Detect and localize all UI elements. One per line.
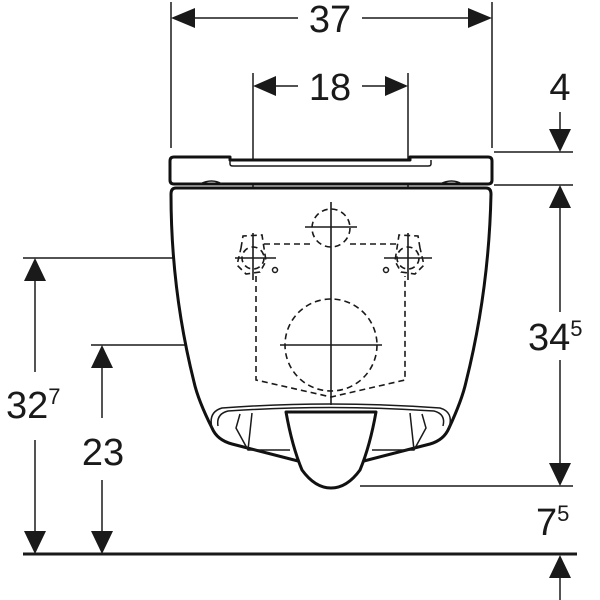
arrow-right-icon xyxy=(468,8,492,28)
arrow-up-icon xyxy=(549,185,571,208)
arrow-left-icon xyxy=(171,8,195,28)
label-bottom-clearance: 75 xyxy=(536,501,569,544)
hole-right xyxy=(382,266,390,274)
toilet-seat xyxy=(168,155,494,186)
label-bowl-height: 345 xyxy=(528,316,583,359)
dimension-seat-height: 4 xyxy=(494,67,573,186)
water-inlet-circle xyxy=(311,208,351,248)
arrow-down-icon xyxy=(549,463,571,486)
label-overall-width: 37 xyxy=(309,0,351,41)
center-lines xyxy=(235,202,432,405)
dimension-bottom-clearance: 75 xyxy=(536,501,571,600)
arrow-up-icon xyxy=(549,555,571,578)
hole-left xyxy=(271,266,279,274)
arrow-down-icon xyxy=(24,531,46,554)
label-fixing-distance: 18 xyxy=(309,67,351,109)
arrow-left-icon xyxy=(253,76,276,96)
label-outlet-height: 23 xyxy=(82,432,124,474)
dimension-fixing-distance: 18 xyxy=(252,67,409,230)
label-fixing-height: 327 xyxy=(6,384,61,427)
arrow-up-icon xyxy=(91,345,113,368)
label-seat-height: 4 xyxy=(549,67,570,109)
arrow-right-icon xyxy=(385,76,408,96)
arrow-up-icon xyxy=(24,258,46,281)
dimension-outlet-height: 23 xyxy=(82,344,260,554)
arrow-down-icon xyxy=(91,531,113,554)
dimension-overall-width: 37 xyxy=(170,0,493,148)
dimension-bowl-height: 345 xyxy=(360,185,583,487)
arrow-down-icon xyxy=(549,129,571,152)
